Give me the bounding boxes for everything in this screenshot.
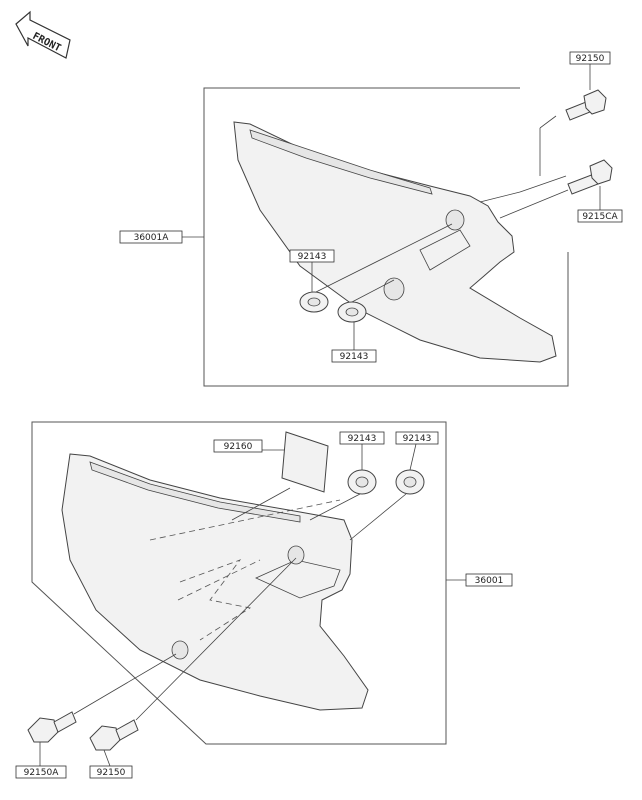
lower-bolt-b [89, 719, 139, 751]
upper-cover-ridge [249, 129, 433, 195]
label-washer-top-a: 92143 [289, 249, 335, 263]
front-arrow-icon: FRONT [15, 10, 71, 59]
lower-pad [281, 431, 329, 493]
upper-side-cover [233, 121, 557, 363]
label-bolt-bot-a: 92150A [15, 765, 67, 779]
upper-group-frame [203, 87, 569, 387]
label-bolt-right: 9215CA [577, 209, 623, 223]
svg-text:92143: 92143 [348, 434, 377, 444]
upper-cover-grommet [383, 277, 405, 301]
svg-text:92160: 92160 [224, 442, 253, 452]
lower-group-frame [31, 421, 447, 745]
upper-bolt-top [565, 89, 607, 121]
label-pad: 92160 [213, 439, 263, 453]
svg-text:9215CA: 9215CA [582, 212, 618, 222]
lower-cover-grommet [171, 640, 189, 660]
label-cover-top: 36001A [119, 230, 183, 244]
svg-text:92150: 92150 [576, 54, 605, 64]
lower-cover-mount-hole [287, 545, 305, 565]
upper-bolt-right [567, 159, 613, 195]
label-washer-top-b: 92143 [331, 349, 377, 363]
label-washer-bot-b: 92143 [395, 431, 439, 445]
svg-text:36001A: 36001A [134, 233, 170, 243]
svg-text:92143: 92143 [340, 352, 369, 362]
label-bolt-bot-b: 92150 [89, 765, 133, 779]
svg-text:36001: 36001 [475, 576, 504, 586]
svg-text:92150A: 92150A [24, 768, 60, 778]
svg-text:92150: 92150 [97, 768, 126, 778]
label-washer-bot-a: 92143 [339, 431, 385, 445]
svg-text:92143: 92143 [403, 434, 432, 444]
label-bolt-top: 92150 [569, 51, 611, 65]
label-cover-bottom: 36001 [465, 573, 513, 587]
lower-bolt-a [27, 711, 77, 743]
upper-cover-mount-hole [445, 209, 465, 231]
lower-cover-ridge [89, 461, 301, 523]
svg-text:92143: 92143 [298, 252, 327, 262]
